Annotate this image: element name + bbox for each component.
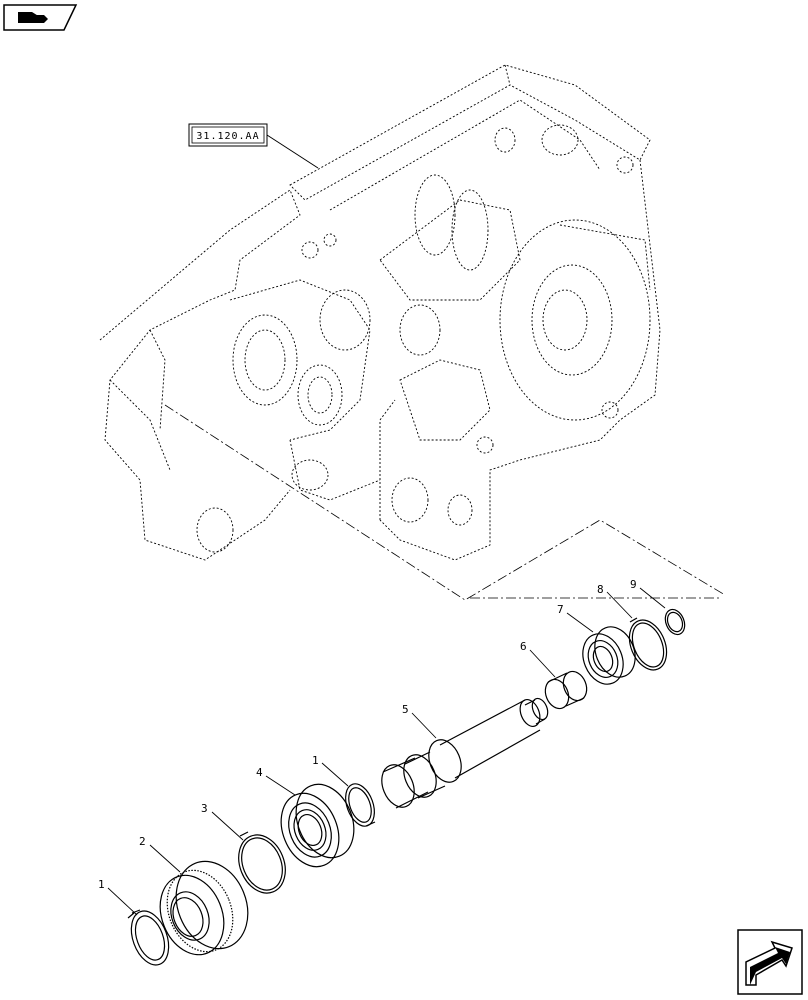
assembly-axis-lines (164, 404, 726, 601)
circlip-outer[interactable] (622, 615, 673, 676)
callout-1-middle: 1 (312, 754, 319, 767)
callout-6: 6 (520, 640, 527, 653)
transmission-housing (99, 64, 661, 561)
callout-5: 5 (402, 703, 409, 716)
callout-1-left: 1 (98, 878, 105, 891)
callout-7: 7 (557, 603, 564, 616)
snap-ring-left[interactable] (124, 906, 175, 970)
reference-callout[interactable]: 31.120.AA (188, 123, 319, 169)
callout-8: 8 (597, 583, 604, 596)
shaft[interactable] (376, 696, 551, 812)
leader-lines (107, 587, 666, 916)
callout-9: 9 (630, 578, 637, 591)
bearing-large[interactable] (271, 776, 365, 876)
callout-3: 3 (201, 802, 208, 815)
bearing-small[interactable] (576, 621, 643, 690)
callout-numbers: 1 2 3 4 1 5 6 7 8 9 (98, 578, 637, 891)
bushing[interactable] (541, 668, 591, 712)
circlip[interactable] (230, 828, 293, 900)
next-page-arrow-icon[interactable] (737, 929, 803, 995)
callout-4: 4 (256, 766, 263, 779)
gear[interactable] (149, 851, 261, 965)
manual-navigation-icon[interactable] (3, 4, 78, 31)
reference-label: 31.120.AA (196, 131, 259, 142)
snap-ring-end[interactable] (662, 607, 688, 638)
snap-ring-middle[interactable] (340, 780, 379, 830)
callout-2: 2 (139, 835, 146, 848)
